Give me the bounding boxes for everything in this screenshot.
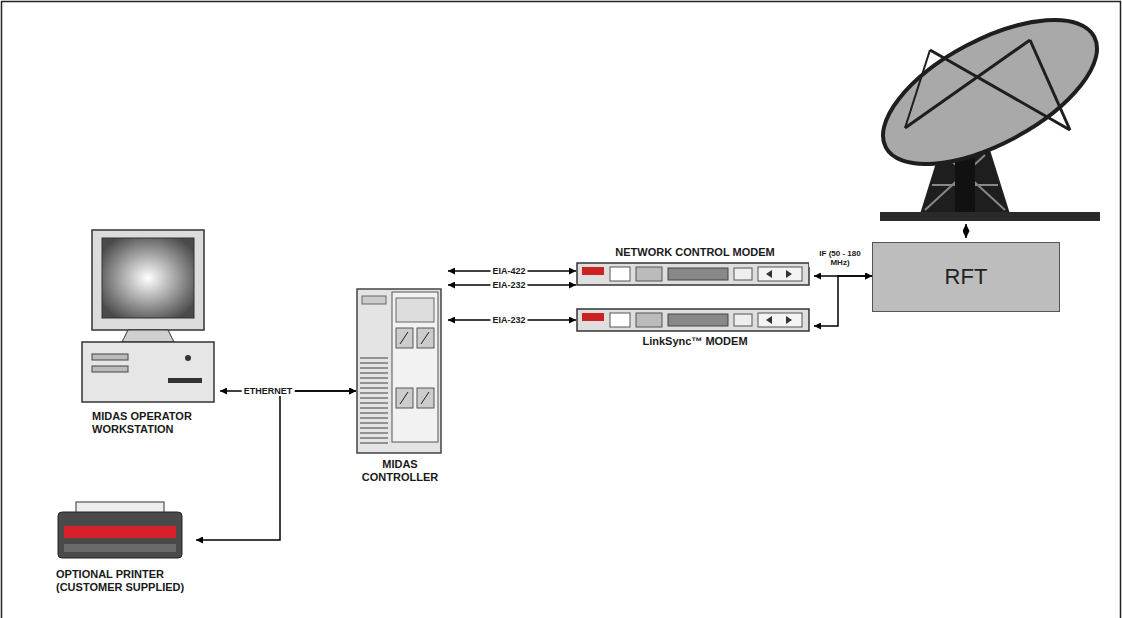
modem-node: NETWORK CONTROL MODEM — [576, 246, 814, 286]
workstation-node: MIDAS OPERATOR WORKSTATION — [78, 228, 220, 436]
satellite-dish — [861, 0, 1118, 238]
node-label: OPTIONAL PRINTER (CUSTOMER SUPPLIED) — [50, 562, 192, 594]
printer-node: OPTIONAL PRINTER (CUSTOMER SUPPLIED) — [50, 500, 196, 594]
frame-line — [1120, 1, 1122, 618]
signal-label: ETHERNET — [242, 386, 295, 396]
workstation-illustration — [78, 228, 220, 406]
modem-illustration — [576, 308, 810, 332]
node-label: LinkSync™ MODEM — [576, 332, 814, 348]
connector — [814, 276, 872, 326]
printer-illustration — [50, 500, 190, 562]
node-label: RFT — [945, 265, 988, 289]
modem-node: LinkSync™ MODEM — [576, 308, 814, 348]
signal-label: EIA-422 — [490, 266, 527, 276]
signal-label: EIA-232 — [490, 280, 527, 290]
node-label: MIDAS CONTROLLER — [356, 454, 444, 484]
controller-rack-illustration — [356, 288, 442, 454]
signal-label: EIA-232 — [490, 315, 527, 325]
modem-illustration — [576, 262, 810, 286]
node-label: NETWORK CONTROL MODEM — [576, 246, 814, 262]
node-label: MIDAS OPERATOR WORKSTATION — [78, 406, 192, 436]
connector — [196, 391, 356, 540]
controller-node: MIDAS CONTROLLER — [356, 288, 448, 484]
signal-label: IF (50 - 180 MHz) — [809, 249, 871, 267]
rft-box: RFT — [872, 242, 1060, 312]
frame-line — [1, 1, 1121, 3]
frame-line — [1, 1, 3, 618]
